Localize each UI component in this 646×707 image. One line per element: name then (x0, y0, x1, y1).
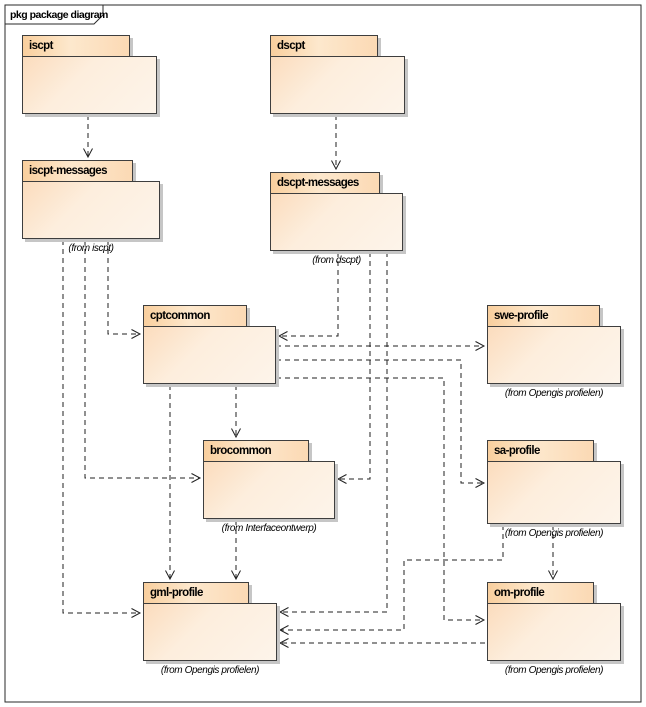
package-tab: brocommon (203, 440, 309, 462)
package-tab: dscpt (270, 35, 378, 57)
package-name: cptcommon (150, 310, 210, 322)
package-cptcommon[interactable]: cptcommon (143, 305, 276, 385)
diagram-frame-border (4, 4, 642, 703)
package-dscpt[interactable]: dscpt (270, 35, 405, 115)
package-om-profile[interactable]: om-profile (487, 582, 621, 662)
dependency-edges (62, 115, 558, 648)
package-dscpt-messages[interactable]: dscpt-messages (270, 172, 403, 252)
package-body (22, 181, 160, 239)
dependency-iscpt-messages-to-brocommon[interactable] (84, 240, 202, 483)
package-name: dscpt-messages (277, 177, 359, 189)
package-tab: om-profile (487, 582, 594, 604)
package-tab: iscpt-messages (22, 160, 133, 182)
dependency-sa-profile-to-gml-profile[interactable] (278, 525, 504, 635)
package-tab: iscpt (22, 35, 130, 57)
package-tab: gml-profile (143, 582, 249, 604)
package-iscpt-messages[interactable]: iscpt-messages (22, 160, 160, 240)
package-body (270, 193, 403, 251)
dependency-cptcommon-to-sa-profile[interactable] (276, 359, 486, 488)
dependency-iscpt-messages-to-cptcommon[interactable] (107, 240, 142, 339)
package-body (487, 461, 621, 524)
package-sa-profile[interactable]: sa-profile (487, 440, 621, 525)
package-tab: dscpt-messages (270, 172, 380, 194)
package-iscpt[interactable]: iscpt (22, 35, 157, 115)
package-tab: sa-profile (487, 440, 594, 462)
package-body (22, 56, 157, 114)
package-body (203, 461, 335, 519)
package-name: om-profile (494, 587, 545, 599)
package-body (143, 603, 277, 661)
package-from-label: (from Interfaceontwerp) (221, 523, 317, 534)
package-brocommon[interactable]: brocommon (203, 440, 335, 520)
package-name: swe-profile (494, 310, 549, 322)
package-body (487, 603, 621, 661)
package-name: iscpt (29, 40, 53, 52)
package-body (143, 326, 276, 384)
package-name: iscpt-messages (29, 165, 108, 177)
dependency-iscpt-messages-to-gml-profile[interactable] (62, 240, 142, 618)
package-body (270, 56, 405, 114)
dependency-cptcommon-to-om-profile[interactable] (276, 377, 486, 625)
diagram-frame-title-tab (4, 4, 104, 25)
dependency-dscpt-messages-to-gml-profile[interactable] (278, 252, 388, 617)
diagram-frame-title: pkg package diagram (10, 9, 108, 21)
dependency-dscpt-messages-to-cptcommon[interactable] (277, 252, 339, 341)
package-from-label: (from Opengis profielen) (504, 388, 604, 399)
package-from-label: (from Opengis profielen) (504, 528, 604, 539)
package-from-label: (from dscpt) (312, 255, 361, 266)
package-tab: swe-profile (487, 305, 600, 327)
package-name: brocommon (210, 445, 272, 457)
package-gml-profile[interactable]: gml-profile (143, 582, 277, 662)
package-from-label: (from Opengis profielen) (160, 665, 260, 676)
package-name: dscpt (277, 40, 305, 52)
package-name: sa-profile (494, 445, 540, 457)
package-swe-profile[interactable]: swe-profile (487, 305, 621, 385)
package-body (487, 326, 621, 384)
package-from-label: (from Opengis profielen) (504, 665, 604, 676)
package-from-label: (from iscpt) (68, 243, 114, 254)
dependency-dscpt-messages-to-brocommon[interactable] (336, 252, 371, 484)
package-name: gml-profile (150, 587, 203, 599)
package-tab: cptcommon (143, 305, 247, 327)
